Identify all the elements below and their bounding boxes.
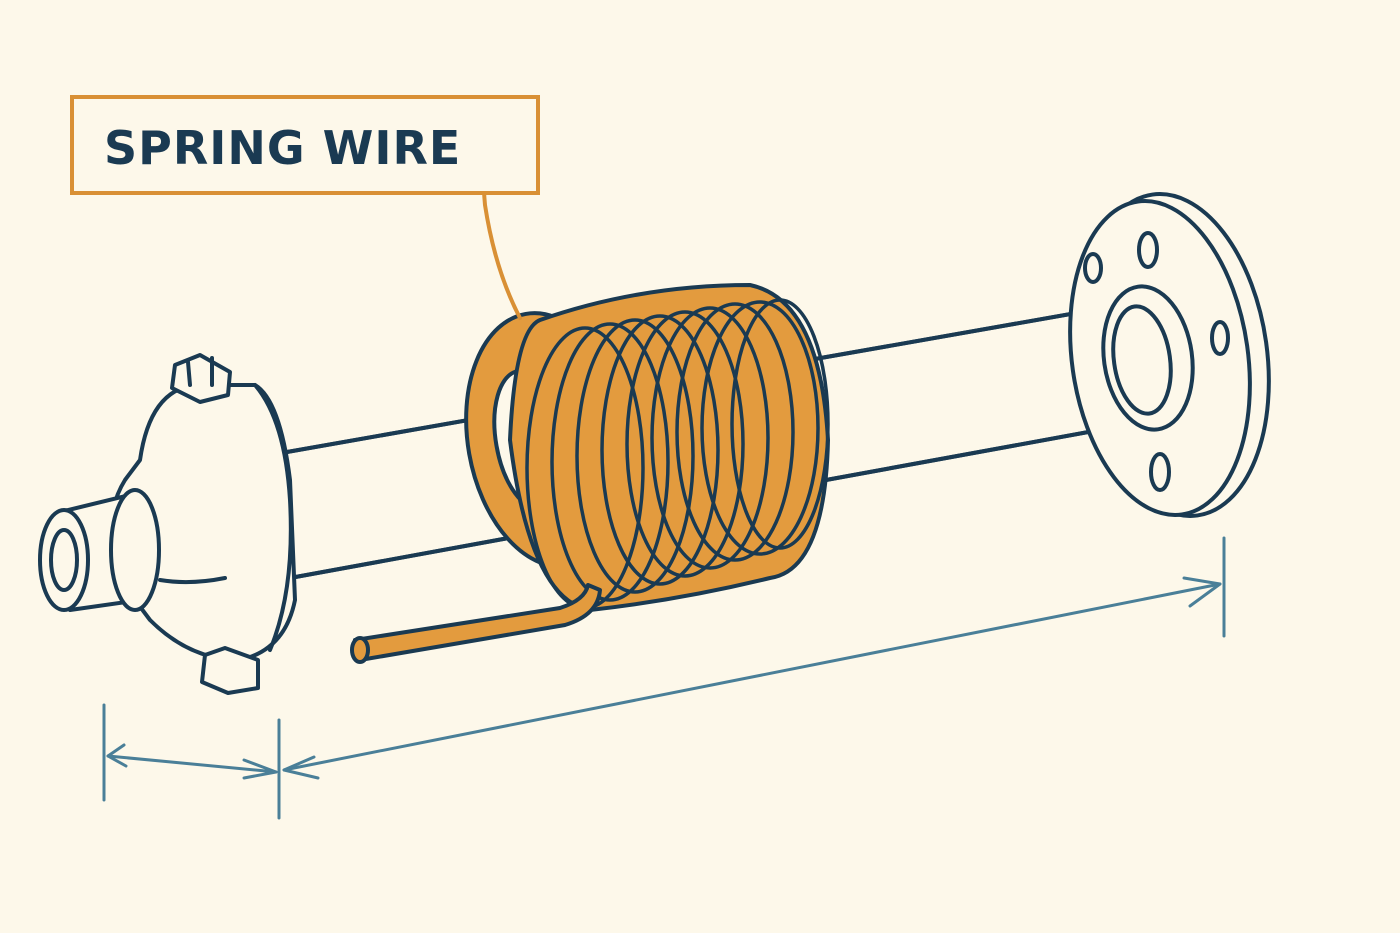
bolt-hole: [1083, 252, 1103, 284]
arrow-right-icon: [242, 758, 278, 780]
spring-wire-callout: SPRING WIRE: [70, 95, 540, 195]
bolt-hole: [1149, 452, 1171, 492]
arrow-left-icon: [106, 743, 128, 768]
dimension-lines: [102, 536, 1226, 820]
callout-label: SPRING WIRE: [104, 121, 462, 175]
dimension-line-short: [106, 754, 278, 774]
end-bracket: [38, 353, 297, 695]
spring: [350, 283, 830, 664]
mounting-plate: [1068, 192, 1271, 518]
dimension-line-long: [282, 582, 1222, 772]
arrow-left-icon: [282, 755, 320, 780]
bolt-hole: [1210, 320, 1230, 356]
bolt-hole: [1137, 231, 1159, 269]
arrow-right-icon: [1182, 576, 1222, 608]
